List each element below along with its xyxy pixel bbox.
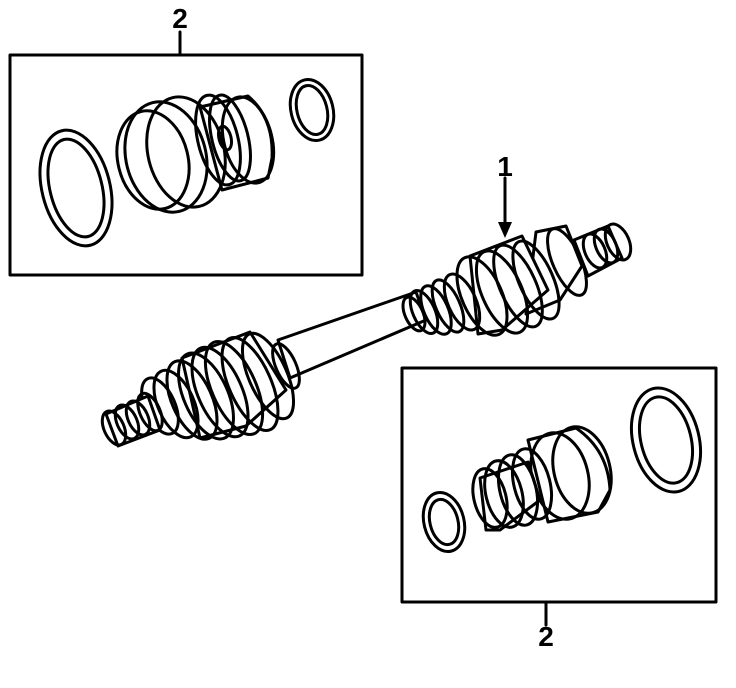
top-boot	[115, 93, 276, 214]
top-kit-frame	[8, 53, 364, 277]
bottom-small-clamp	[421, 490, 467, 554]
shaft-leader-arrow	[498, 222, 512, 238]
shaft-callout: 1	[497, 151, 513, 182]
bottom-boot	[471, 425, 613, 532]
bottom-kit-callout: 2	[538, 621, 554, 652]
bottom-kit-frame	[400, 366, 718, 604]
top-large-clamp	[38, 128, 114, 248]
bottom-large-clamp	[630, 386, 702, 494]
top-small-clamp	[288, 77, 336, 143]
axle-shaft-assembly: 1	[100, 151, 633, 448]
outboard-joint	[100, 330, 301, 448]
bottom-boot-kit: 2	[400, 366, 718, 652]
top-boot-kit: 2	[8, 3, 364, 277]
inboard-joint	[401, 222, 633, 337]
top-kit-callout: 2	[172, 3, 188, 34]
